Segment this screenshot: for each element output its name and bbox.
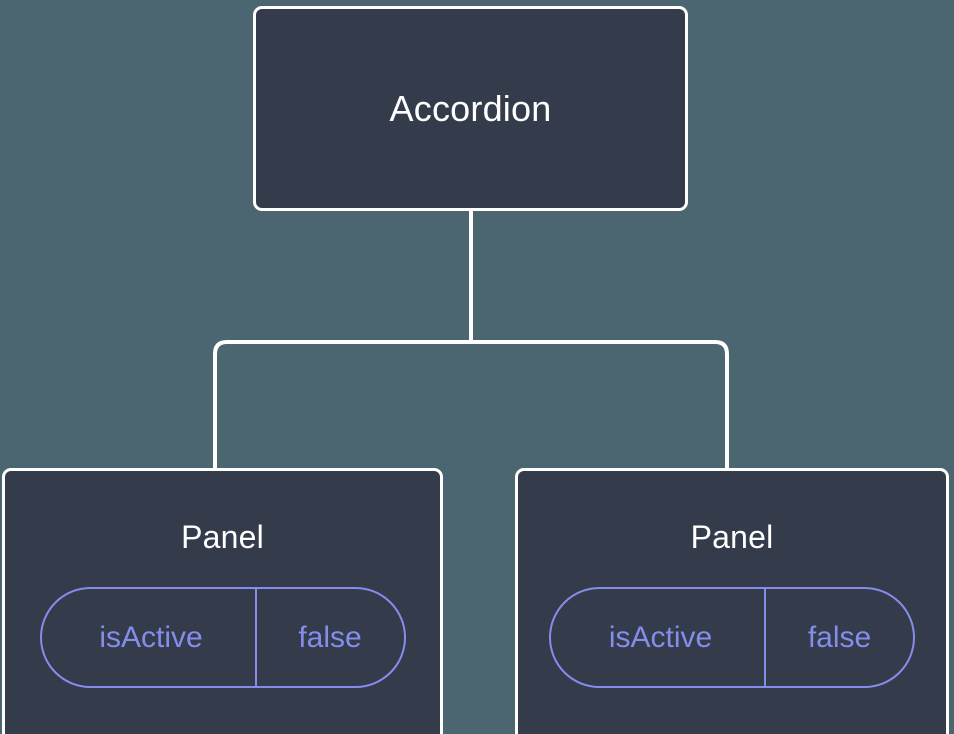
state-pill-panel-right-key: isActive [608, 620, 713, 654]
state-pill-panel-right[interactable]: isActive false [549, 587, 915, 688]
edge-root-to-panel-left [213, 340, 471, 468]
edge-root-to-panel-right [471, 340, 729, 468]
state-pill-panel-right-value: false [764, 589, 913, 686]
node-accordion-label: Accordion [389, 87, 552, 129]
state-pill-panel-left[interactable]: isActive false [39, 587, 406, 688]
node-accordion[interactable]: Accordion [253, 6, 688, 211]
state-pill-panel-left-key: isActive [99, 620, 203, 654]
node-panel-left-label: Panel [181, 519, 264, 555]
node-panel-right[interactable]: Panel isActive false [515, 468, 949, 734]
state-pill-panel-left-value: false [254, 589, 404, 686]
node-panel-left[interactable]: Panel isActive false [2, 468, 443, 734]
node-panel-right-label: Panel [690, 519, 774, 555]
